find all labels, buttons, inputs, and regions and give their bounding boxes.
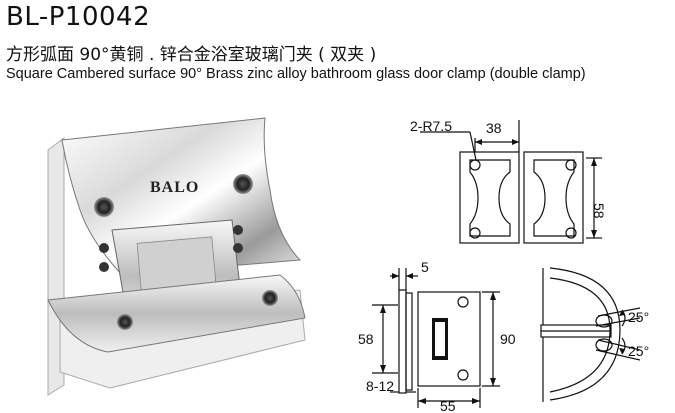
screw-icon	[99, 262, 109, 272]
dim-side-width: 55	[440, 398, 456, 413]
dim-swing-angle-lower: 25°	[628, 343, 649, 359]
screw-icon	[94, 197, 114, 217]
screw-icon	[233, 174, 253, 194]
screw-icon	[262, 290, 278, 306]
dim-front-height: 58	[591, 203, 607, 219]
screw-icon	[117, 314, 133, 330]
screw-icon	[233, 225, 243, 235]
product-title-chinese: 方形弧面 90°黄铜 . 锌合金浴室玻璃门夹 ( 双夹 )	[6, 45, 377, 65]
side-view-pivot-slot	[435, 322, 445, 356]
dim-side-thickness: 5	[421, 259, 429, 275]
model-title: BL-P10042	[6, 2, 151, 32]
dim-side-height-inner: 58	[358, 331, 374, 347]
dim-hole-radius: 2-R7.5	[410, 118, 452, 134]
screw-icon	[233, 243, 243, 253]
front-view-drawing	[420, 120, 602, 244]
dim-swing-angle-upper: 25°	[628, 309, 649, 325]
dim-side-height-outer: 90	[500, 331, 516, 347]
clamp-lower-body	[47, 274, 306, 353]
product-photo: BALO	[47, 117, 306, 396]
brand-logo: BALO	[150, 179, 199, 196]
swing-view-drawing	[540, 267, 641, 402]
dim-glass-range: 8-12	[366, 378, 394, 394]
dim-front-width: 38	[486, 120, 502, 136]
screw-icon	[99, 243, 109, 253]
product-title-english: Square Cambered surface 90° Brass zinc a…	[6, 66, 586, 82]
